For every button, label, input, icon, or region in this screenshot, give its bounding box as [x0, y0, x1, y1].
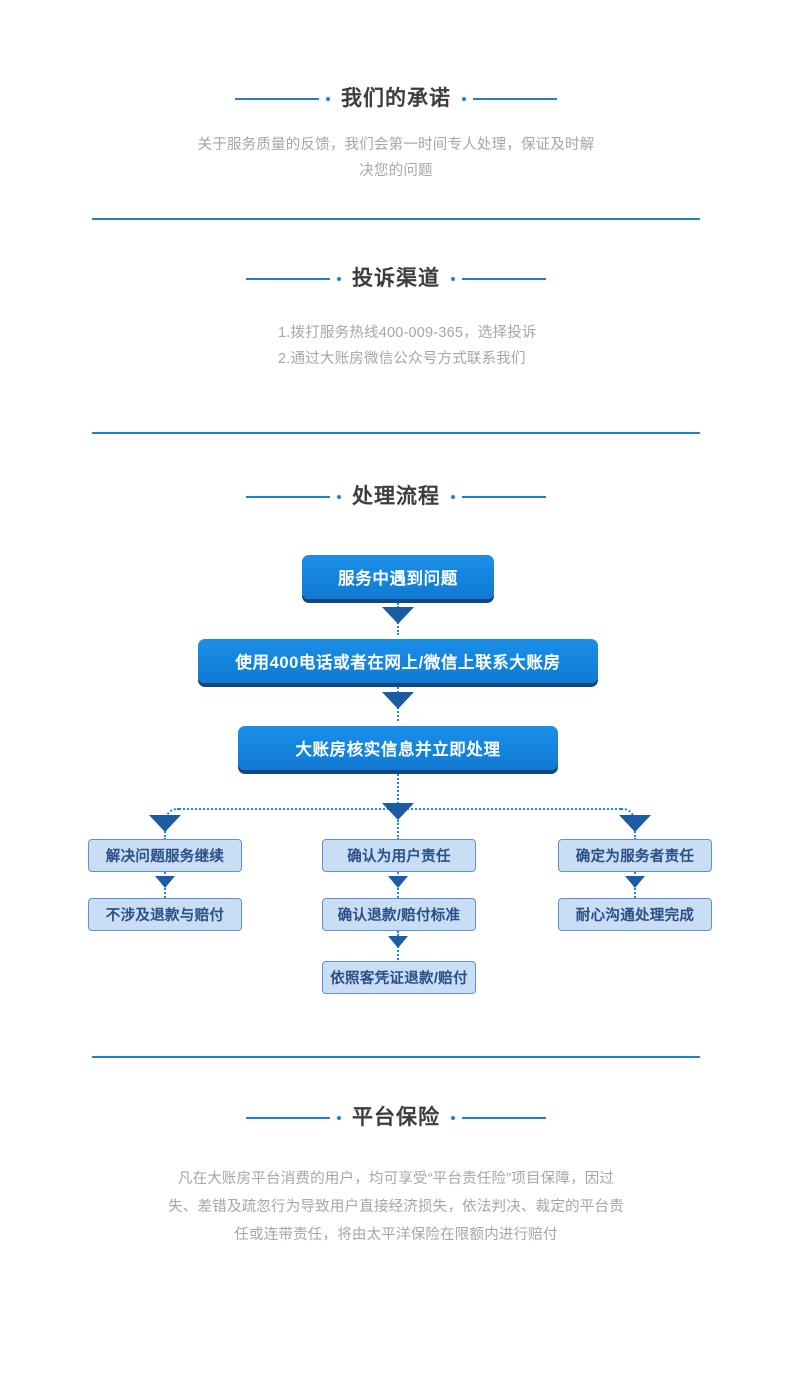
arrow-down-icon-n2-n3	[382, 692, 414, 709]
arrow-down-icon-branch-right	[619, 815, 651, 832]
section-heading-promise: 我们的承诺	[0, 88, 792, 109]
heading-dot-left-icon	[326, 96, 330, 101]
insurance-paragraph: 凡在大账房平台消费的用户，均可享受“平台责任险”项目保障，因过失、差错及疏忽行为…	[168, 1171, 624, 1243]
flow-node-right-step-1[interactable]: 确定为服务者责任	[558, 839, 712, 872]
page-title-complaint: 投诉渠道	[352, 267, 440, 290]
connector-branch-middle-drop	[397, 820, 399, 840]
heading-dot-left-icon	[337, 276, 341, 281]
arrow-down-icon-right-1-2	[625, 876, 645, 888]
flow-node-left-step-2[interactable]: 不涉及退款与赔付	[88, 898, 242, 931]
flow-node-middle-step-3[interactable]: 依照客凭证退款/赔付	[322, 961, 476, 994]
divider-3	[92, 1056, 700, 1058]
promise-paragraph: 关于服务质量的反馈，我们会第一时间专人处理，保证及时解决您的问题	[197, 137, 595, 179]
arrow-down-icon-left-1-2	[155, 876, 175, 888]
heading-rule-left	[235, 97, 319, 100]
heading-dot-right-icon	[462, 96, 466, 101]
heading-rule-left	[246, 1116, 330, 1119]
heading-rule-left	[246, 495, 330, 498]
complaint-line-1: 1.拨打服务热线400-009-365，选择投诉	[278, 325, 537, 341]
heading-rule-left	[246, 277, 330, 280]
divider-1	[92, 218, 700, 220]
heading-rule-right	[473, 97, 557, 100]
flow-node-left-step-1[interactable]: 解决问题服务继续	[88, 839, 242, 872]
heading-rule-right	[462, 495, 546, 498]
arrow-down-icon-n1-n2	[382, 607, 414, 624]
flow-node-middle-step-2[interactable]: 确认退款/赔付标准	[322, 898, 476, 931]
flow-node-service-issue[interactable]: 服务中遇到问题	[302, 555, 494, 599]
section-heading-complaint: 投诉渠道	[0, 268, 792, 289]
flow-node-right-step-2[interactable]: 耐心沟通处理完成	[558, 898, 712, 931]
page-title-insurance: 平台保险	[352, 1106, 440, 1129]
arrow-down-icon-middle-2-3	[388, 936, 408, 948]
heading-rule-right	[462, 1116, 546, 1119]
divider-2	[92, 432, 700, 434]
section-heading-insurance: 平台保险	[0, 1107, 792, 1128]
page-title-promise: 我们的承诺	[341, 87, 451, 110]
section-heading-process: 处理流程	[0, 486, 792, 507]
page-title-process: 处理流程	[352, 485, 440, 508]
flow-node-contact-channels[interactable]: 使用400电话或者在网上/微信上联系大账房	[198, 639, 598, 683]
arrow-down-icon-middle-1-2	[388, 876, 408, 888]
heading-dot-right-icon	[451, 276, 455, 281]
heading-dot-right-icon	[451, 494, 455, 499]
arrow-down-icon-branch-left	[149, 815, 181, 832]
flow-node-middle-step-1[interactable]: 确认为用户责任	[322, 839, 476, 872]
arrow-down-icon-branch-middle	[382, 803, 414, 820]
flow-node-verify-and-handle[interactable]: 大账房核实信息并立即处理	[238, 726, 558, 770]
heading-rule-right	[462, 277, 546, 280]
heading-dot-right-icon	[451, 1115, 455, 1120]
complaint-line-2: 2.通过大账房微信公众号方式联系我们	[278, 351, 526, 367]
connector-n3-branchbar	[397, 774, 399, 808]
complaint-channel-list: 1.拨打服务热线400-009-365，选择投诉 2.通过大账房微信公众号方式联…	[278, 320, 598, 372]
heading-dot-left-icon	[337, 1115, 341, 1120]
heading-dot-left-icon	[337, 494, 341, 499]
